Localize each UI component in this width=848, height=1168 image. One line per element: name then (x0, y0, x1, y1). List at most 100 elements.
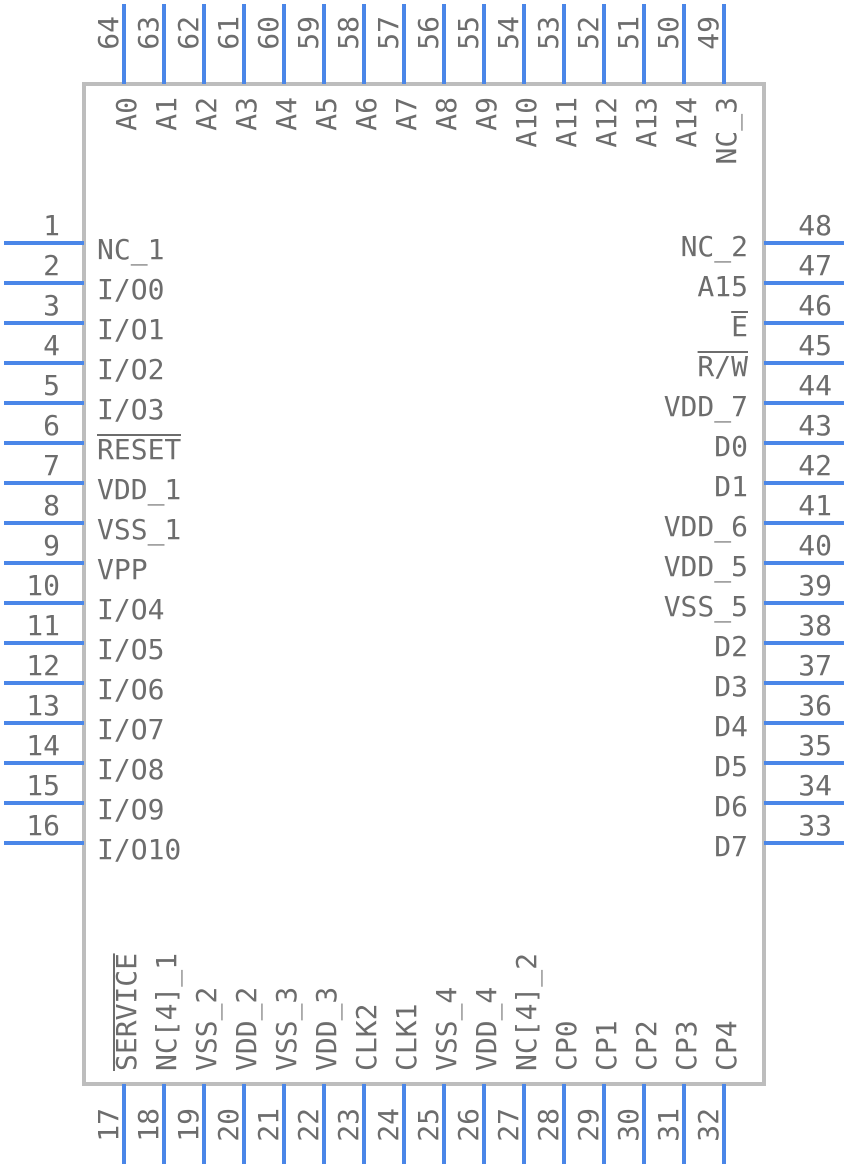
pin-label-a8: A8 (430, 97, 463, 131)
pin-label-vss-3: VSS_3 (270, 987, 304, 1071)
pin-number: 8 (43, 489, 60, 522)
pin-label-cp3: CP3 (670, 1020, 703, 1071)
pin-2: 2I/O0 (4, 249, 164, 306)
pin-number: 14 (26, 729, 60, 762)
pin-label-a13: A13 (630, 97, 663, 148)
pin-13: 13I/O7 (4, 689, 164, 746)
pin-number: 3 (43, 289, 60, 322)
pin-number: 29 (572, 1108, 605, 1142)
pin-label-vss-2: VSS_2 (190, 987, 224, 1071)
pin-label-vss-4: VSS_4 (430, 987, 464, 1071)
pin-label-d6: D6 (714, 790, 748, 823)
pin-number: 43 (798, 409, 832, 442)
pin-number: 1 (43, 209, 60, 242)
pin-number: 32 (692, 1108, 725, 1142)
pin-number: 2 (43, 249, 60, 282)
pin-label-i-o7: I/O7 (97, 713, 164, 746)
pin-number: 19 (172, 1108, 205, 1142)
pin-label-a14: A14 (670, 97, 703, 148)
pin-label-reset: RESET (97, 433, 181, 466)
pin-number: 5 (43, 369, 60, 402)
pin-number: 20 (212, 1108, 245, 1142)
pin-number: 45 (798, 329, 832, 362)
pin-number: 25 (412, 1108, 445, 1142)
pin-number: 26 (452, 1108, 485, 1142)
pin-label-d4: D4 (714, 710, 748, 743)
pin-5: 5I/O3 (4, 369, 164, 426)
pin-number: 41 (798, 489, 832, 522)
pin-label-i-o5: I/O5 (97, 633, 164, 666)
pin-label-a5: A5 (310, 97, 343, 131)
pin-11: 11I/O5 (4, 609, 164, 666)
pin-label-nc-2: NC_2 (681, 230, 748, 264)
pin-number: 12 (26, 649, 60, 682)
pin-label-r-w: R/W (697, 350, 748, 383)
pin-label-vss-1: VSS_1 (97, 513, 181, 547)
pin-label-cp0: CP0 (550, 1020, 583, 1071)
pin-number: 39 (798, 569, 832, 602)
pin-number: 58 (332, 16, 365, 50)
pin-label-a2: A2 (190, 97, 223, 131)
pin-label-service: SERVICE (110, 953, 143, 1071)
pin-label-vdd-3: VDD_3 (310, 987, 344, 1071)
pin-label-a4: A4 (270, 97, 303, 131)
pin-12: 12I/O6 (4, 649, 164, 706)
pin-number: 62 (172, 16, 205, 50)
pin-number: 44 (798, 369, 832, 402)
pin-label-nc-4-1: NC[4]_1 (150, 953, 184, 1071)
pin-label-clk2: CLK2 (350, 1004, 383, 1071)
pin-number: 60 (252, 16, 285, 50)
pin-number: 52 (572, 16, 605, 50)
pin-label-a3: A3 (230, 97, 263, 131)
pin-label-vdd-5: VDD_5 (664, 550, 748, 584)
pin-number: 38 (798, 609, 832, 642)
pin-number: 56 (412, 16, 445, 50)
pin-label-i-o8: I/O8 (97, 753, 164, 786)
pin-label-a15: A15 (697, 270, 748, 303)
pin-number: 30 (612, 1108, 645, 1142)
pin-number: 13 (26, 689, 60, 722)
pin-25: 25 VSS_4 (412, 987, 464, 1164)
pin-19: 19 VSS_2 (172, 987, 224, 1164)
pin-label-clk1: CLK1 (390, 1004, 423, 1071)
pin-number: 42 (798, 449, 832, 482)
pin-number: 63 (132, 16, 165, 50)
pin-4: 4I/O2 (4, 329, 164, 386)
pin-number: 22 (292, 1108, 325, 1142)
pin-label-i-o10: I/O10 (97, 833, 181, 866)
pin-label-e: E (731, 310, 748, 343)
pin-number: 6 (43, 409, 60, 442)
pin-label-cp4: CP4 (710, 1020, 743, 1071)
pin-45: 45R/W (697, 329, 844, 383)
pin-number: 21 (252, 1108, 285, 1142)
pin-number: 34 (798, 769, 832, 802)
pin-label-d7: D7 (714, 830, 748, 863)
pin-label-vdd-6: VDD_6 (664, 510, 748, 544)
pin-label-d5: D5 (714, 750, 748, 783)
pin-label-a9: A9 (470, 97, 503, 131)
